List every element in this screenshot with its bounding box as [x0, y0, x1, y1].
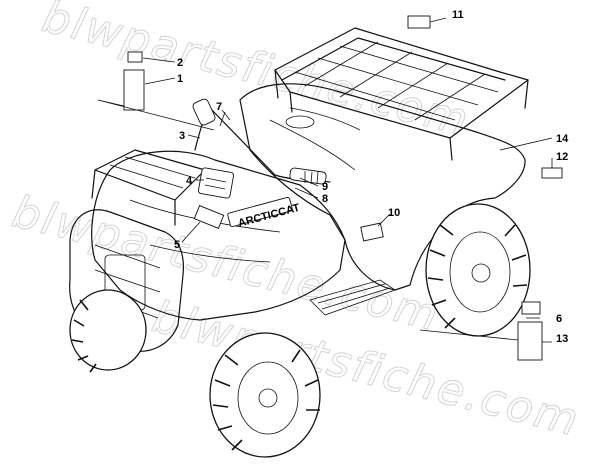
- front-wheel-right: [209, 332, 321, 458]
- handlebars: [192, 98, 331, 185]
- callout-10: 10: [388, 207, 400, 219]
- callout-2: 2: [177, 57, 183, 69]
- callout-4: 4: [186, 175, 193, 187]
- decal-12: [541, 167, 563, 179]
- callout-9: 9: [322, 181, 328, 193]
- callout-8: 8: [322, 193, 328, 205]
- leader-lines: [97, 17, 553, 343]
- callouts: 1 2 3 4 5 6 7 8 9 10 11 12 13 14: [174, 9, 569, 345]
- decal-13: [517, 321, 543, 361]
- callout-11: 11: [452, 9, 464, 21]
- decal-8-brand: [227, 196, 293, 228]
- front-wheel-left: [69, 289, 147, 373]
- callout-7: 7: [216, 101, 222, 113]
- decal-2: [127, 51, 143, 63]
- callout-13: 13: [556, 333, 568, 345]
- callout-12: 12: [556, 151, 568, 163]
- callout-5: 5: [174, 239, 180, 251]
- callout-6: 6: [556, 313, 562, 325]
- decal-6: [521, 301, 541, 315]
- rear-wheel-right: [425, 203, 531, 337]
- decal-11: [407, 15, 431, 29]
- decal-10: [360, 222, 384, 242]
- decal-1: [123, 69, 145, 111]
- callout-1: 1: [177, 73, 183, 85]
- callout-3: 3: [179, 130, 185, 142]
- callout-14: 14: [556, 133, 569, 145]
- decal-5: [193, 205, 225, 229]
- decal-4: [198, 167, 234, 199]
- footrest: [309, 279, 396, 316]
